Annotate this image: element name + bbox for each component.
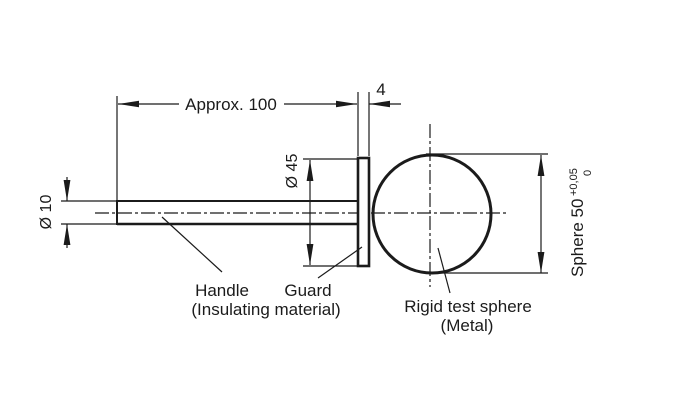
dim-text-sphere-diameter: Sphere 50 — [568, 199, 587, 277]
handle-leader-line — [161, 216, 223, 273]
arrowhead-sphere-dia-bottom — [537, 252, 545, 273]
arrowhead-guard-thickness-right — [369, 100, 390, 108]
arrowhead-handle-length-right — [336, 100, 357, 108]
dim-text-handle-length: Approx. 100 — [185, 95, 277, 114]
label-sphere: Rigid test sphere — [404, 297, 532, 316]
test-sphere — [371, 153, 493, 275]
guard-plate — [356, 156, 371, 268]
dim-text-guard-thickness: 4 — [376, 80, 385, 99]
arrowhead-handle-dia-bottom — [63, 224, 71, 245]
arrowhead-guard-dia-top — [306, 160, 314, 181]
arrowhead-guard-dia-bottom — [306, 244, 314, 265]
dim-text-sphere-tolerance-upper: +0,05 — [568, 168, 580, 196]
arrowhead-handle-dia-top — [63, 180, 71, 201]
label-handle-material: (Insulating material) — [191, 300, 340, 319]
sphere-leader-line — [437, 247, 451, 294]
dim-text-guard-diameter: Ø 45 — [284, 154, 301, 189]
dim-text-handle-diameter: Ø 10 — [38, 195, 55, 230]
dim-text-sphere-tolerance-lower: 0 — [582, 170, 594, 176]
arrowhead-handle-length-left — [118, 100, 139, 108]
dim-text-sphere-diameter-group: Sphere 50 +0,05 0 — [568, 168, 594, 277]
label-guard: Guard — [284, 281, 331, 300]
label-sphere-material: (Metal) — [441, 316, 494, 335]
label-handle: Handle — [195, 281, 249, 300]
guard-leader-line — [317, 246, 363, 279]
arrowhead-sphere-dia-top — [537, 155, 545, 176]
